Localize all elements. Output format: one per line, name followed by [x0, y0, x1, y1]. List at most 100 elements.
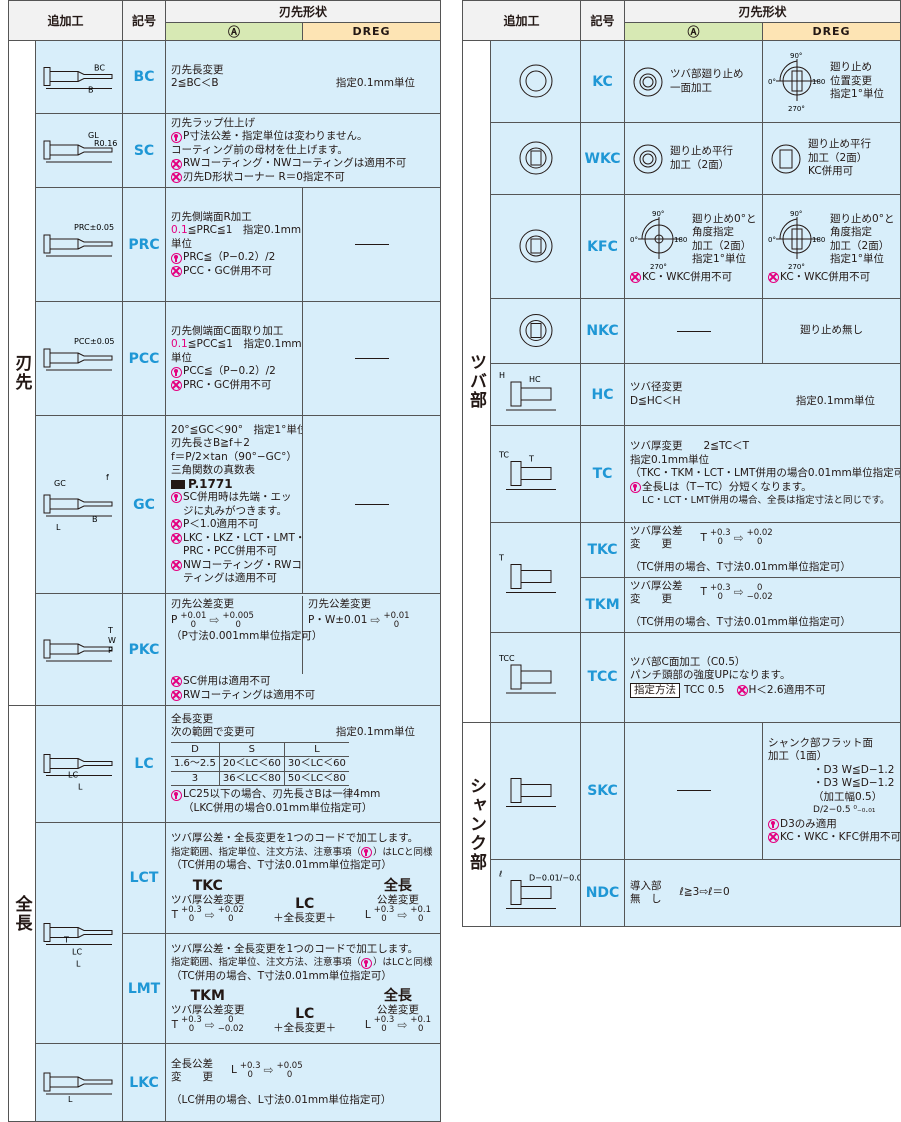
line-text: ジに丸みがつきます。 — [183, 504, 287, 517]
code-tc: TC — [580, 425, 626, 523]
tolerance-label: P・W±0.01 — [308, 613, 368, 626]
pink-value: 0.1 — [171, 338, 188, 351]
text-line: （TC併用の場合、T寸法0.01mm単位指定可） — [630, 616, 895, 630]
combo-sub: ツバ厚公差変更 — [171, 893, 245, 906]
combo-heading: TKM — [190, 988, 225, 1005]
table-cell: 50＜LC＜80 — [283, 770, 349, 787]
diagram-label: B — [88, 86, 94, 95]
lower: 0 — [756, 537, 763, 548]
label-2: 無 し — [630, 892, 662, 905]
not-allowed-icon — [768, 832, 780, 844]
line-text: 加工（2面） — [808, 151, 868, 164]
text: 廻り止め0°と角度指定加工（2面）指定1°単位 — [692, 213, 756, 267]
arrow-right-icon: ⇨ — [733, 585, 744, 600]
flat-spec: ・D3 W≦D−1.2 — [813, 777, 895, 789]
diagram-label: H — [499, 371, 505, 380]
text: 廻り止め平行加工（2面） — [670, 145, 733, 172]
text-line: RWコーティング・NWコーティングは適用不可 — [171, 157, 435, 171]
line-text: LC・LCT・LMT併用の場合、全長は指定寸法と同じです。 — [642, 495, 890, 507]
line-text: ≦PRC≦1 指定0.1mm — [187, 224, 302, 237]
fig-text: 廻り止め平行加工（2面） — [630, 141, 757, 177]
diagram: TCC — [498, 654, 556, 693]
table-cell: 36＜LC＜80 — [218, 770, 285, 787]
line-text: 指定1°単位 — [830, 253, 884, 266]
line-text: ）はLCと同様 — [373, 957, 433, 969]
code-wkc: WKC — [580, 122, 626, 195]
tolerance-label: T — [700, 531, 707, 544]
text-line: シャンク部フラット面 — [768, 737, 895, 751]
line-text: 20°≦GC＜90° 指定1°単位 — [171, 423, 303, 436]
upper: +0.05 — [276, 1060, 303, 1071]
line-text: 加工（2面） — [830, 239, 890, 252]
not-allowed-icon — [171, 689, 183, 701]
text-line: LC25以下の場合、刃先長さBは一律4mm — [171, 788, 435, 802]
text-line: 指定0.1mm単位 — [630, 454, 895, 468]
diagram — [519, 314, 553, 347]
text-line: 刃先長変更 — [171, 64, 435, 78]
diagram: LCL — [43, 754, 113, 792]
line-text: （TC併用の場合、T寸法0.01mm単位指定可） — [630, 561, 851, 574]
label-1: ツバ厚公差 — [630, 580, 683, 592]
code-ndc: NDC — [580, 858, 626, 927]
lower: 0 — [381, 913, 387, 924]
diagram-label: LC — [68, 771, 78, 780]
not-allowed-icon — [171, 519, 183, 531]
combo-block: LC＋全長変更＋ — [273, 896, 336, 924]
upper: +0.3 — [709, 583, 731, 593]
line-text: 刃先公差変更 — [171, 598, 235, 610]
line-text: 指定範囲、指定単位、注文方法、注意事項（ — [171, 846, 362, 858]
upper: 0 — [228, 1015, 234, 1026]
line-text: D3のみ適用 — [780, 817, 837, 830]
header-process: 追加工 — [461, 0, 582, 41]
diagram-label: 180° — [674, 236, 688, 244]
shape-dreg-content: 90°0°180°270°廻り止め0°と角度指定加工（2面）指定1°単位KC・W… — [762, 194, 901, 299]
line-text: PCC≦（P−0.2）/2 — [183, 365, 276, 378]
line-text: ツバ部C面加工（C0.5） — [630, 655, 746, 668]
diagram-cell: ℓD−0.01/−0.03 — [489, 858, 582, 927]
text-line: 単位 — [171, 352, 297, 366]
text-line: P寸法公差・指定単位は変わりません。 — [171, 130, 435, 144]
dash — [676, 330, 711, 332]
line-text: 廻り止め平行 — [670, 145, 734, 157]
code-sc: SC — [122, 113, 167, 188]
diagram — [771, 144, 801, 173]
text-line: 加工（2面） — [670, 159, 733, 173]
line-text: 廻り止め平行 — [808, 138, 872, 151]
line-text: PRC・PCC併用不可 — [183, 545, 277, 557]
text-line: 角度指定 — [830, 226, 894, 240]
table-cell: 1.6～2.5 — [171, 756, 220, 772]
upper: +0.02 — [217, 904, 244, 915]
line-text: P.1771 — [188, 476, 233, 491]
diagram: PWT — [43, 626, 116, 662]
diagram-label: 90° — [790, 210, 802, 218]
text-line: 次の範囲で変更可指定0.1mm単位 — [171, 726, 435, 740]
upper: +0.005 — [222, 610, 254, 621]
diagram — [519, 229, 553, 263]
text-line: 刃先公差変更 — [308, 598, 410, 612]
text-line: 指定範囲、指定単位、注文方法、注意事項（）はLCと同様 — [171, 956, 435, 970]
text-line: 0.1≦PCC≦1 指定0.1mm — [171, 338, 302, 352]
text-line: 刃先D形状コーナー R＝0指定不可 — [171, 171, 435, 185]
text-line: 指定範囲、指定単位、注文方法、注意事項（）はLCと同様 — [171, 846, 435, 860]
arrow-right-icon: ⇨ — [733, 530, 744, 545]
